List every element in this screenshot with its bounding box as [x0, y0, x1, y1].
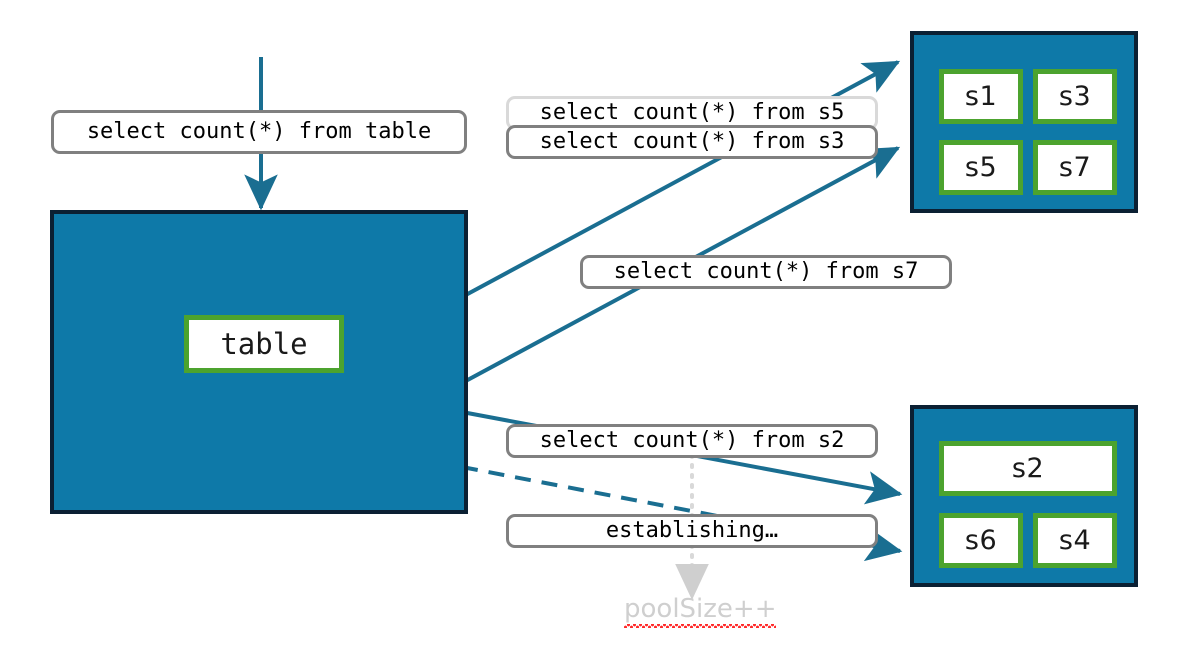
- query-chip-incoming-label: select count(*) from table: [86, 119, 432, 144]
- upper-pool-container: s1 s3 s5 s7: [910, 31, 1138, 213]
- query-chip-s2[interactable]: select count(*) from s2: [506, 424, 878, 458]
- table-node-label: table: [220, 326, 308, 361]
- server-node-s3[interactable]: s3: [1033, 69, 1117, 124]
- query-chip-establishing-label: establishing…: [605, 518, 779, 543]
- server-node-s1[interactable]: s1: [939, 69, 1023, 124]
- server-node-s4-label: s4: [1058, 525, 1092, 556]
- server-node-s1-label: s1: [964, 81, 998, 112]
- query-chip-s2-label: select count(*) from s2: [539, 428, 845, 453]
- query-chip-incoming[interactable]: select count(*) from table: [51, 110, 467, 154]
- query-chip-s3[interactable]: select count(*) from s3: [506, 125, 878, 159]
- query-chip-s5-label: select count(*) from s5: [539, 100, 845, 125]
- server-node-s2-label: s2: [1011, 453, 1045, 484]
- server-node-s5[interactable]: s5: [939, 140, 1023, 195]
- server-node-s6[interactable]: s6: [939, 513, 1023, 568]
- server-node-s6-label: s6: [964, 525, 998, 556]
- query-chip-s7[interactable]: select count(*) from s7: [580, 255, 952, 289]
- lower-pool-container: s2 s6 s4: [910, 405, 1138, 587]
- query-chip-s3-label: select count(*) from s3: [539, 129, 845, 154]
- server-node-s4[interactable]: s4: [1033, 513, 1117, 568]
- query-chip-s7-label: select count(*) from s7: [613, 259, 919, 284]
- server-node-s3-label: s3: [1058, 81, 1092, 112]
- query-chip-establishing[interactable]: establishing…: [506, 514, 878, 548]
- server-node-s7[interactable]: s7: [1033, 140, 1117, 195]
- server-node-s7-label: s7: [1058, 152, 1092, 183]
- pool-size-annotation-label: poolSize++: [624, 594, 777, 628]
- table-node[interactable]: table: [184, 315, 344, 373]
- pool-size-annotation: poolSize++: [624, 594, 777, 628]
- source-table-container: table: [50, 210, 468, 514]
- server-node-s5-label: s5: [964, 152, 998, 183]
- server-node-s2[interactable]: s2: [939, 441, 1117, 496]
